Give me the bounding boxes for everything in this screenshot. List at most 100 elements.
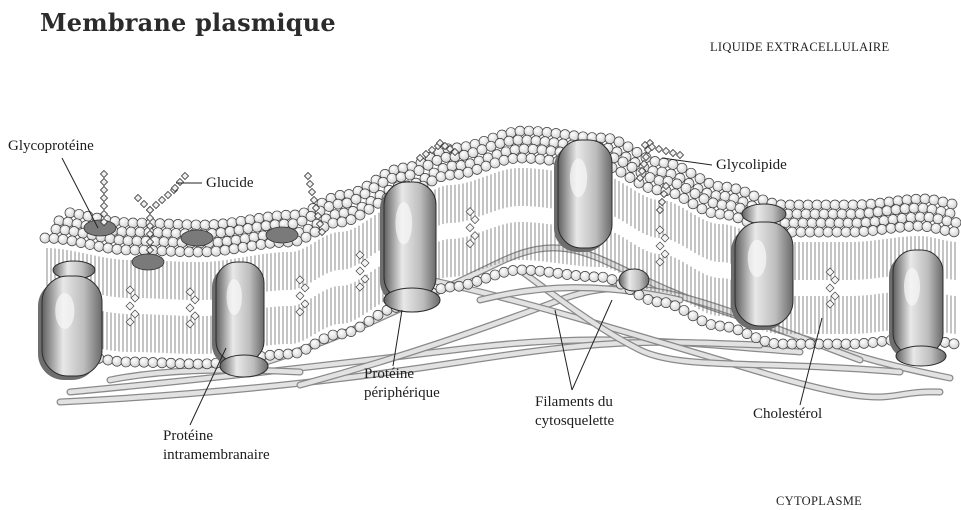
outer-surface-lipid-head bbox=[281, 210, 291, 220]
outer-lipid-head bbox=[454, 169, 464, 179]
outer-surface-lipid-head bbox=[335, 190, 345, 200]
cholesterol-ring bbox=[466, 224, 474, 232]
inner-lipid-head bbox=[769, 338, 779, 348]
outer-surface-lipid-head bbox=[551, 128, 561, 138]
inner-lipid-head bbox=[796, 339, 806, 349]
cholesterol-ring bbox=[301, 300, 309, 308]
outer-lipid-head bbox=[886, 223, 896, 233]
outer-lipid-head bbox=[229, 244, 239, 254]
inner-lipid-head bbox=[364, 316, 374, 326]
outer-lipid-head bbox=[364, 204, 374, 214]
outer-surface-lipid-head bbox=[74, 209, 84, 219]
outer-lipid-head bbox=[850, 227, 860, 237]
outer-surface-lipid-head bbox=[560, 130, 570, 140]
outer-surface-lipid-head bbox=[632, 147, 642, 157]
cholesterol-ring bbox=[186, 304, 194, 312]
inner-lipid-head bbox=[580, 271, 590, 281]
outer-lipid-head bbox=[895, 222, 905, 232]
outer-surface-lipid-head bbox=[915, 212, 925, 222]
inner-lipid-head bbox=[868, 337, 878, 347]
outer-surface-lipid-head bbox=[114, 235, 124, 245]
outer-surface-lipid-head bbox=[875, 198, 885, 208]
outer-surface-lipid-head bbox=[843, 218, 853, 228]
outer-lipid-head bbox=[355, 210, 365, 220]
glycoprotein-sugar-chain bbox=[101, 179, 108, 186]
outer-surface-lipid-head bbox=[168, 237, 178, 247]
outer-lipid-head bbox=[193, 247, 203, 257]
outer-lipid-head bbox=[616, 167, 626, 177]
inner-lipid-head bbox=[445, 282, 455, 292]
outer-surface-lipid-head bbox=[891, 205, 901, 215]
inner-lipid-head bbox=[319, 334, 329, 344]
inner-lipid-head bbox=[571, 270, 581, 280]
inner-lipid-head bbox=[355, 322, 365, 332]
outer-lipid-head bbox=[652, 185, 662, 195]
cholesterol-ring bbox=[831, 292, 839, 300]
outer-lipid-head bbox=[625, 173, 635, 183]
inner-lipid-head bbox=[841, 339, 851, 349]
inner-lipid-head bbox=[733, 325, 743, 335]
surface-glycoprotein-bump bbox=[84, 220, 116, 236]
outer-surface-lipid-head bbox=[60, 225, 70, 235]
outer-surface-lipid-head bbox=[909, 203, 919, 213]
outer-lipid-head bbox=[184, 247, 194, 257]
outer-surface-lipid-head bbox=[884, 197, 894, 207]
outer-lipid-head bbox=[706, 208, 716, 218]
outer-surface-lipid-head bbox=[119, 218, 129, 228]
inner-lipid-head bbox=[562, 269, 572, 279]
cholesterol-ring bbox=[356, 267, 364, 275]
inner-lipid-head bbox=[688, 311, 698, 321]
outer-surface-lipid-head bbox=[911, 194, 921, 204]
inner-lipid-head bbox=[751, 333, 761, 343]
outer-lipid-head bbox=[175, 247, 185, 257]
outer-lipid-head bbox=[238, 242, 248, 252]
outer-surface-lipid-head bbox=[614, 137, 624, 147]
outer-lipid-head bbox=[220, 245, 230, 255]
transmembrane-protein bbox=[889, 250, 943, 359]
cholesterol-ring bbox=[191, 312, 199, 320]
outer-surface-lipid-head bbox=[515, 126, 525, 136]
transmembrane-protein-highlight bbox=[570, 158, 587, 197]
peripheral-protein-core-highlight bbox=[395, 202, 412, 244]
integral-protein-highlight bbox=[227, 279, 242, 315]
integral-protein bbox=[212, 262, 264, 366]
outer-surface-lipid-head bbox=[137, 218, 147, 228]
outer-surface-lipid-head bbox=[173, 219, 183, 229]
glycoprotein-sugar-chain bbox=[101, 195, 108, 202]
outer-lipid-head bbox=[247, 241, 257, 251]
glycoprotein-label: Glycoprotéine bbox=[8, 137, 94, 156]
outer-lipid-head bbox=[535, 154, 545, 164]
outer-surface-lipid-head bbox=[933, 214, 943, 224]
inner-lipid-head bbox=[499, 267, 509, 277]
glucide-sugar-chain bbox=[177, 179, 184, 186]
cholesterol-ring bbox=[126, 302, 134, 310]
outer-surface-lipid-head bbox=[645, 173, 655, 183]
outer-surface-lipid-head bbox=[749, 191, 759, 201]
outer-surface-lipid-head bbox=[333, 199, 343, 209]
outer-surface-lipid-head bbox=[821, 200, 831, 210]
outer-surface-lipid-head bbox=[528, 144, 538, 154]
outer-lipid-head bbox=[796, 227, 806, 237]
outer-surface-lipid-head bbox=[510, 145, 520, 155]
outer-lipid-head bbox=[445, 170, 455, 180]
outer-surface-lipid-head bbox=[447, 161, 457, 171]
outer-surface-lipid-head bbox=[650, 156, 660, 166]
outer-surface-lipid-head bbox=[324, 201, 334, 211]
inner-lipid-head bbox=[373, 310, 383, 320]
outer-surface-lipid-head bbox=[870, 217, 880, 227]
cytoskeleton-filament-outline bbox=[230, 248, 950, 378]
outer-surface-lipid-head bbox=[888, 214, 898, 224]
inner-lipid-head bbox=[193, 359, 203, 369]
outer-lipid-head bbox=[112, 244, 122, 254]
outer-surface-lipid-head bbox=[524, 126, 534, 136]
inner-lipid-head bbox=[607, 275, 617, 285]
outer-surface-lipid-head bbox=[209, 220, 219, 230]
outer-lipid-head bbox=[58, 234, 68, 244]
outer-surface-lipid-head bbox=[234, 225, 244, 235]
cholesterol-ring bbox=[831, 276, 839, 284]
cholesterol-ring bbox=[361, 259, 369, 267]
page-title: Membrane plasmique bbox=[40, 8, 336, 37]
inner-lipid-head bbox=[760, 336, 770, 346]
outer-lipid-head bbox=[328, 218, 338, 228]
inner-lipid-head bbox=[346, 327, 356, 337]
